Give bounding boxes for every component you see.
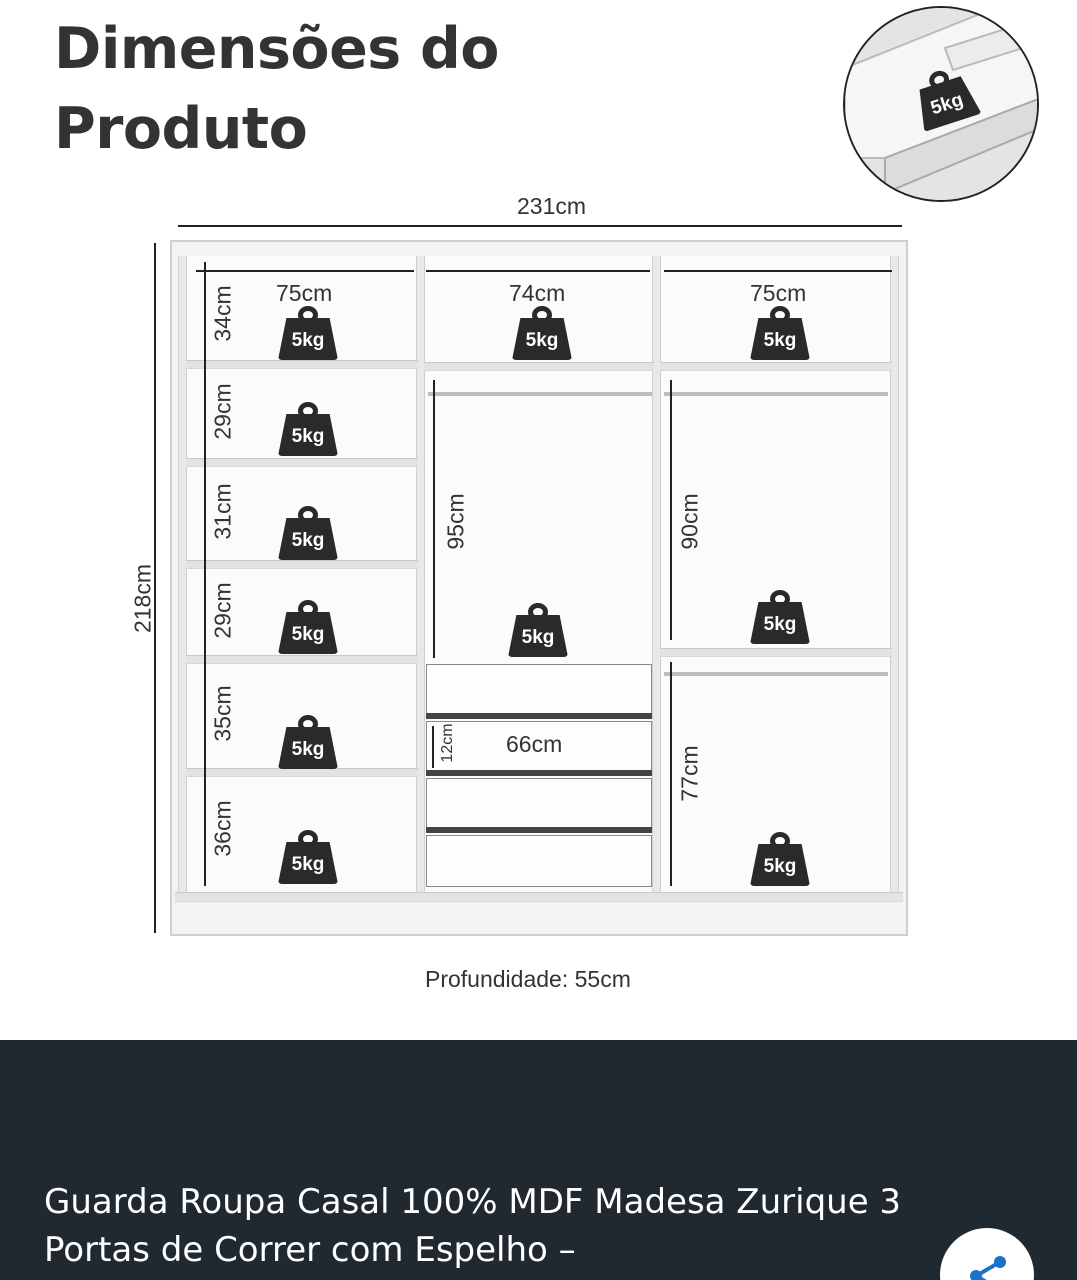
depth-label: Profundidade: 55cm xyxy=(425,966,631,992)
shelf xyxy=(660,648,892,657)
drawer-gap xyxy=(426,713,652,719)
weight-icon: 5kg xyxy=(750,306,810,362)
shelf-height-label: 29cm xyxy=(209,582,236,639)
drawer-detail-inset: 5kg xyxy=(843,6,1039,202)
drawer xyxy=(426,835,652,887)
drawer xyxy=(426,664,652,716)
weight-icon: 5kg xyxy=(750,832,810,888)
shelf-height-label: 36cm xyxy=(209,800,236,857)
top-center-width-line xyxy=(426,270,650,272)
shelf xyxy=(186,560,418,569)
top-right-width-line xyxy=(664,270,892,272)
height-line xyxy=(154,243,156,933)
right-post xyxy=(890,256,899,892)
shelf xyxy=(660,362,892,371)
weight-icon: 5kg xyxy=(278,306,338,362)
divider-post-2 xyxy=(652,256,661,892)
height-label: 218cm xyxy=(129,563,156,634)
weight-icon: 5kg xyxy=(278,402,338,458)
center-hanger-measure-line xyxy=(433,380,435,658)
weight-icon: 5kg xyxy=(278,600,338,656)
weight-icon: 5kg xyxy=(512,306,572,362)
drawer-gap xyxy=(426,827,652,833)
shelf-height-label: 29cm xyxy=(209,383,236,440)
page-title: Dimensões do Produto xyxy=(54,10,499,170)
weight-icon: 5kg xyxy=(750,590,810,646)
top-right-width-label: 75cm xyxy=(750,280,807,306)
hanging-rod xyxy=(664,392,888,396)
shelf-height-label: 35cm xyxy=(209,685,236,742)
right-hanger-bottom-label: 77cm xyxy=(676,745,703,802)
shelf-height-label: 31cm xyxy=(209,483,236,540)
top-left-width-label: 75cm xyxy=(276,280,333,306)
width-line xyxy=(178,225,902,227)
weight-icon: 5kg xyxy=(278,715,338,771)
hanging-rod xyxy=(428,392,652,396)
weight-icon: 5kg xyxy=(278,506,338,562)
drawer-width-label: 66cm xyxy=(506,731,563,757)
left-shelves-measure-line xyxy=(204,262,206,886)
wardrobe-base xyxy=(175,892,903,902)
divider-post-1 xyxy=(416,256,425,892)
shelf xyxy=(186,458,418,467)
shelf xyxy=(186,655,418,664)
page-title-line2: Produto xyxy=(54,95,308,162)
weight-icon: 5kg xyxy=(508,603,568,659)
center-hanger-label: 95cm xyxy=(442,493,469,550)
product-title[interactable]: Guarda Roupa Casal 100% MDF Madesa Zuriq… xyxy=(44,1182,902,1270)
right-hanger-top-label: 90cm xyxy=(676,493,703,550)
drawer-height-label: 12cm xyxy=(439,723,456,763)
right-hanger-top-measure-line xyxy=(670,380,672,640)
right-hanger-bottom-measure-line xyxy=(670,662,672,886)
shelf-height-label: 34cm xyxy=(209,285,236,342)
shelf xyxy=(424,362,654,371)
drawer-height-measure-line xyxy=(432,726,434,768)
product-footer xyxy=(0,1040,1077,1280)
share-icon xyxy=(970,1256,1006,1280)
weight-icon: 5kg xyxy=(278,830,338,886)
top-center-width-label: 74cm xyxy=(509,280,566,306)
drawer-gap xyxy=(426,770,652,776)
width-label: 231cm xyxy=(517,193,587,219)
page-title-line1: Dimensões do xyxy=(54,16,499,82)
drawer xyxy=(426,778,652,830)
hanging-rod xyxy=(664,672,888,676)
left-post xyxy=(178,256,187,892)
shelf xyxy=(186,360,418,369)
top-left-width-line xyxy=(196,270,414,272)
